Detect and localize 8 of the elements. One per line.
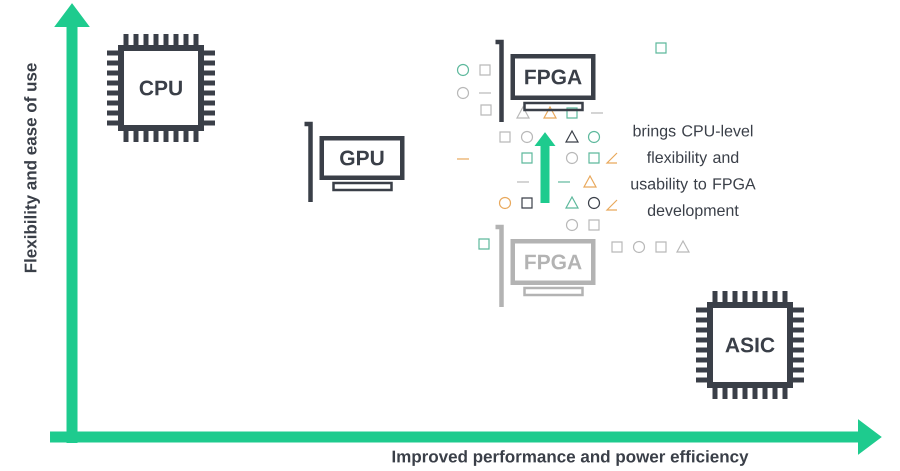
chip-drawing: CPU	[107, 34, 215, 142]
chip-drawing: ASIC	[696, 291, 804, 399]
axis-label: Flexibility and ease of use	[24, 63, 40, 272]
expansion-card-drawing: FPGA	[496, 224, 596, 307]
description-text: brings CPU-level flexibility and usability to FPGA development	[631, 124, 756, 220]
expansion-card-drawing: GPU	[304, 122, 404, 202]
expansion-card-drawing: FPGA	[496, 40, 596, 122]
axis-label: Improved performance and power efficiency	[392, 450, 748, 466]
